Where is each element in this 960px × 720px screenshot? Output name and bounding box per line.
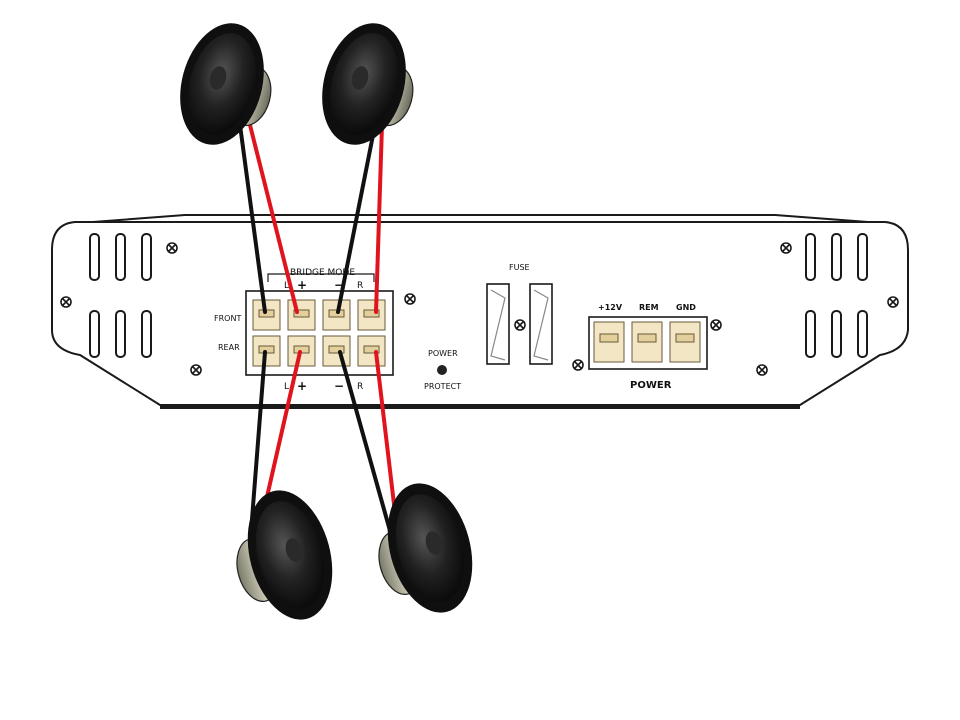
- power-terminal-block: [588, 316, 708, 370]
- fuses: [486, 283, 553, 365]
- power-led-label: POWER: [428, 349, 458, 358]
- power-protect-led: [437, 365, 447, 375]
- bottom-r-label: R: [357, 382, 363, 392]
- wire-front-right-negative: [336, 123, 377, 314]
- screws: [60, 242, 899, 376]
- screw-icon: [710, 319, 722, 331]
- top-l-label: L: [284, 281, 289, 291]
- top-r-label: R: [357, 281, 363, 291]
- left-vents: [89, 233, 152, 358]
- screw-icon: [780, 242, 792, 254]
- amp-top-edge: [92, 214, 869, 223]
- gnd-label: GND: [676, 303, 696, 312]
- power-section-label: POWER: [630, 380, 672, 391]
- bridge-mode-label: BRIDGE MODE: [290, 268, 355, 278]
- bottom-minus-label: −: [334, 379, 344, 393]
- amplifier: BRIDGE MODE FRONT REAR L + − R L + − R P…: [51, 214, 909, 409]
- screw-icon: [190, 364, 202, 376]
- screw-icon: [60, 296, 72, 308]
- speaker-terminals: [252, 299, 386, 367]
- bottom-l-label: L: [284, 382, 289, 392]
- top-plus-label: +: [297, 278, 307, 292]
- speaker-rear-left: [236, 490, 333, 620]
- fuse-left: [486, 283, 510, 365]
- speaker-rear-right: [378, 483, 473, 613]
- speaker-terminal-block: [245, 273, 394, 376]
- front-label: FRONT: [214, 314, 241, 323]
- right-vents: [805, 233, 868, 358]
- plus12v-label: +12V: [598, 303, 623, 312]
- rear-label: REAR: [218, 343, 240, 352]
- speaker-front-right: [322, 23, 414, 145]
- fuse-right: [529, 283, 553, 365]
- wire-rear-right-negative: [338, 350, 394, 540]
- screw-icon: [404, 293, 416, 305]
- screw-icon: [887, 296, 899, 308]
- rem-label: REM: [639, 303, 659, 312]
- screw-icon: [572, 359, 584, 371]
- bottom-plus-label: +: [297, 379, 307, 393]
- top-minus-label: −: [334, 278, 344, 292]
- fuse-label: FUSE: [509, 263, 530, 272]
- wire-front-right-positive: [374, 123, 384, 314]
- wire-front-left-negative: [238, 123, 267, 314]
- screw-icon: [166, 242, 178, 254]
- protect-led-label: PROTECT: [424, 382, 461, 391]
- speaker-front-left: [180, 23, 272, 145]
- amp-front-panel: [51, 221, 909, 406]
- wire-front-left-positive: [248, 123, 299, 314]
- screw-icon: [756, 364, 768, 376]
- screw-icon: [514, 319, 526, 331]
